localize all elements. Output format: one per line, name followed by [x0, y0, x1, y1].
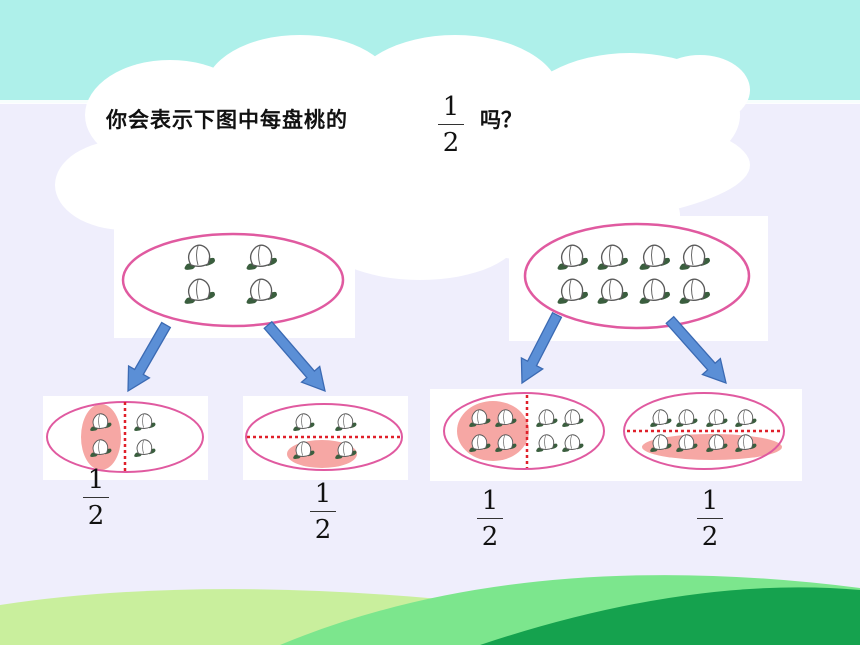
answer-fraction-4: 1 2 [690, 488, 730, 550]
answer-fraction-denominator: 2 [701, 522, 719, 553]
arrow-layer [127, 311, 727, 393]
peach-icon [469, 409, 491, 427]
peach-icon [90, 413, 112, 431]
peach-icon [650, 409, 672, 427]
answer-fraction-denominator: 2 [87, 501, 105, 532]
question-fraction-bar [438, 124, 464, 126]
divider-lines [123, 395, 780, 472]
peach-icon [184, 244, 215, 270]
peach-icon [495, 409, 517, 427]
hill-dark [480, 587, 860, 645]
peach-icon [536, 434, 558, 452]
peach-icon [536, 409, 558, 427]
peach-icon [639, 278, 670, 304]
peach-icon [679, 278, 710, 304]
peach-icon [679, 244, 710, 270]
question-fraction: 1 2 [431, 94, 471, 156]
answer-fraction-bar [697, 518, 723, 520]
peach-icon [706, 434, 728, 452]
down-arrow-icon [263, 320, 326, 393]
cloud-bubble [55, 35, 750, 280]
peach-icon [495, 434, 517, 452]
half-highlight-1 [81, 404, 121, 470]
peach-icon [562, 434, 584, 452]
half-highlight-3 [457, 401, 529, 461]
question-fraction-numerator: 1 [442, 92, 460, 122]
peach-icon [335, 441, 357, 459]
peach-icon [90, 439, 112, 457]
peach-icon [246, 278, 277, 304]
peach-icon [335, 413, 357, 431]
question-fraction-denominator: 2 [442, 128, 460, 159]
plate-split-2 [245, 403, 403, 471]
answer-fraction-numerator: 1 [87, 465, 105, 495]
down-arrow-icon [520, 311, 563, 385]
question-text: 你会表示下图中每盘桃的 [106, 108, 348, 132]
down-arrow-icon [127, 321, 172, 393]
peach-layer [90, 244, 757, 459]
answer-fraction-bar [477, 518, 503, 520]
peach-icon [562, 409, 584, 427]
peach-icon [557, 278, 588, 304]
question-suffix: 吗？ [480, 108, 522, 132]
peach-icon [293, 441, 315, 459]
plate-split-4 [623, 392, 785, 470]
peach-icon [557, 244, 588, 270]
peach-icon [735, 434, 757, 452]
peach-icon [639, 244, 670, 270]
answer-fraction-3: 1 2 [470, 488, 510, 550]
peach-icon [676, 409, 698, 427]
peach-icon [735, 409, 757, 427]
peach-icon [469, 434, 491, 452]
peach-icon [246, 244, 277, 270]
peach-icon [706, 409, 728, 427]
peach-icon [293, 413, 315, 431]
plate-panel-top-left [114, 223, 355, 338]
plate-top-right [523, 222, 751, 330]
peach-icon [184, 278, 215, 304]
peach-icon [597, 278, 628, 304]
answer-fraction-numerator: 1 [481, 486, 499, 516]
answer-fraction-numerator: 1 [314, 479, 332, 509]
answer-fraction-bar [83, 497, 109, 499]
peach-icon [597, 244, 628, 270]
answer-fraction-2: 1 2 [303, 481, 343, 543]
peach-icon [650, 434, 672, 452]
plate-top-left [121, 232, 345, 328]
answer-fraction-numerator: 1 [701, 486, 719, 516]
peach-icon [134, 439, 156, 457]
peach-icon [134, 413, 156, 431]
answer-fraction-denominator: 2 [314, 515, 332, 546]
answer-fraction-1: 1 2 [76, 467, 116, 529]
plate-split-3 [443, 392, 605, 470]
answer-fraction-bar [310, 511, 336, 513]
down-arrow-icon [665, 315, 727, 385]
peach-icon [676, 434, 698, 452]
answer-fraction-denominator: 2 [481, 522, 499, 553]
